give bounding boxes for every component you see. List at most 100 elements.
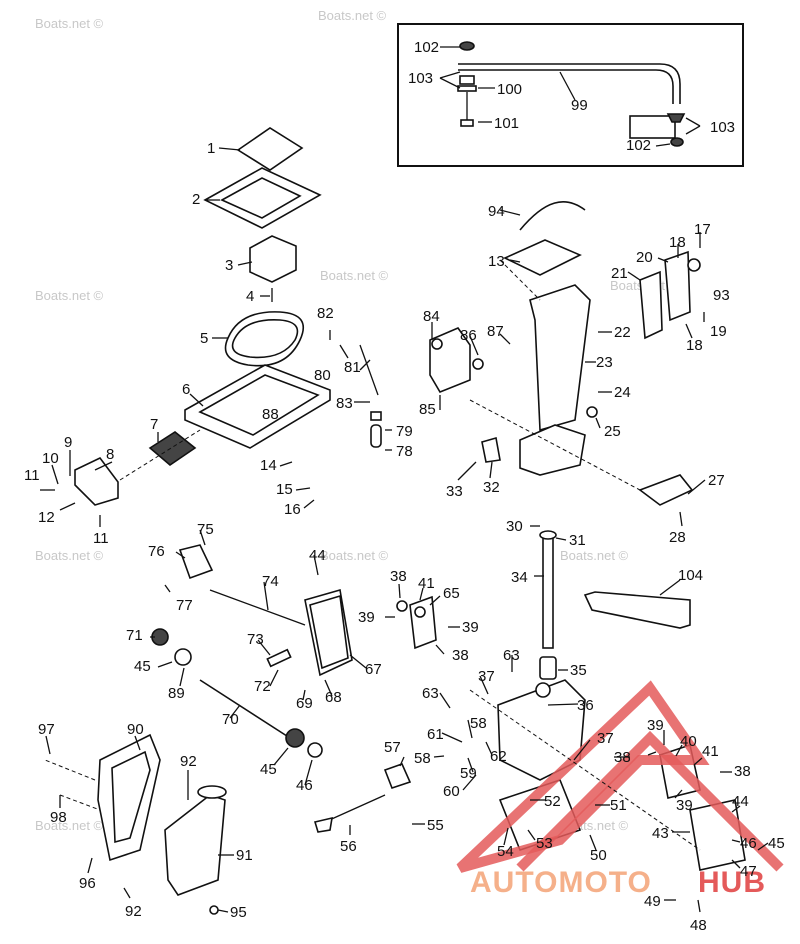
callout-88: 88 <box>262 406 279 423</box>
callout-93: 93 <box>713 287 730 304</box>
leader-lines <box>40 46 769 913</box>
callout-24: 24 <box>614 384 631 401</box>
callout-52: 52 <box>544 793 561 810</box>
callout-39: 39 <box>358 609 375 626</box>
callout-63: 63 <box>503 647 520 664</box>
callout-74: 74 <box>262 573 279 590</box>
callout-18: 18 <box>669 234 686 251</box>
callout-41: 41 <box>702 743 719 760</box>
automotohub-logo: AUTOMOTO HUB <box>456 680 784 899</box>
callout-65: 65 <box>443 585 460 602</box>
callout-59: 59 <box>460 765 477 782</box>
callout-45: 45 <box>134 658 151 675</box>
callout-81: 81 <box>344 359 361 376</box>
callout-76: 76 <box>148 543 165 560</box>
callout-2: 2 <box>192 191 200 208</box>
callout-27: 27 <box>708 472 725 489</box>
upper-plates <box>74 127 331 506</box>
watermark: Boats.net © <box>35 288 104 303</box>
callout-40: 40 <box>680 733 697 750</box>
callout-83: 83 <box>336 395 353 412</box>
callout-69: 69 <box>296 695 313 712</box>
logo-text-accent: HUB <box>698 866 766 899</box>
callout-55: 55 <box>427 817 444 834</box>
callout-102: 102 <box>626 137 651 154</box>
callout-39: 39 <box>676 797 693 814</box>
callout-103: 103 <box>710 119 735 136</box>
callout-79: 79 <box>396 423 413 440</box>
callout-39: 39 <box>647 717 664 734</box>
watermarks: Boats.net © Boats.net © Boats.net © Boat… <box>35 8 679 833</box>
callout-35: 35 <box>570 662 587 679</box>
callout-104: 104 <box>678 567 703 584</box>
callout-84: 84 <box>423 308 440 325</box>
watermark: Boats.net © <box>35 548 104 563</box>
callout-6: 6 <box>182 381 190 398</box>
callout-48: 48 <box>690 917 707 934</box>
callout-15: 15 <box>276 481 293 498</box>
callout-61: 61 <box>427 726 444 743</box>
callout-18: 18 <box>686 337 703 354</box>
callout-90: 90 <box>127 721 144 738</box>
logo-text-main: AUTOMOTO <box>470 866 652 899</box>
callout-87: 87 <box>487 323 504 340</box>
callout-94: 94 <box>488 203 505 220</box>
watermark: Boats.net © <box>35 818 104 833</box>
callout-53: 53 <box>536 835 553 852</box>
callout-14: 14 <box>260 457 277 474</box>
callout-50: 50 <box>590 847 607 864</box>
callout-44: 44 <box>732 793 749 810</box>
callout-57: 57 <box>384 739 401 756</box>
callout-10: 10 <box>42 450 59 467</box>
watermark: Boats.net © <box>320 548 389 563</box>
callout-17: 17 <box>694 221 711 238</box>
callout-45: 45 <box>260 761 277 778</box>
callout-13: 13 <box>488 253 505 270</box>
callout-36: 36 <box>577 697 594 714</box>
callout-67: 67 <box>365 661 382 678</box>
callout-102: 102 <box>414 39 439 56</box>
callout-38: 38 <box>452 647 469 664</box>
callout-92: 92 <box>180 753 197 770</box>
callout-37: 37 <box>478 668 495 685</box>
callout-9: 9 <box>64 434 72 451</box>
callout-39: 39 <box>462 619 479 636</box>
callout-20: 20 <box>636 249 653 266</box>
callout-77: 77 <box>176 597 193 614</box>
callout-56: 56 <box>340 838 357 855</box>
callout-33: 33 <box>446 483 463 500</box>
callout-16: 16 <box>284 501 301 518</box>
callout-75: 75 <box>197 521 214 538</box>
callout-45: 45 <box>768 835 785 852</box>
callout-labels: 102 103 100 99 101 103 102 1 2 3 4 5 6 7… <box>24 39 785 934</box>
callout-37: 37 <box>597 730 614 747</box>
callout-11: 11 <box>24 467 40 484</box>
callout-103: 103 <box>408 70 433 87</box>
callout-91: 91 <box>236 847 253 864</box>
callout-34: 34 <box>511 569 528 586</box>
callout-78: 78 <box>396 443 413 460</box>
callout-23: 23 <box>596 354 613 371</box>
callout-19: 19 <box>710 323 727 340</box>
callout-12: 12 <box>38 509 55 526</box>
callout-62: 62 <box>490 748 507 765</box>
callout-25: 25 <box>604 423 621 440</box>
callout-41: 41 <box>418 575 435 592</box>
watermark: Boats.net © <box>318 8 387 23</box>
callout-68: 68 <box>325 689 342 706</box>
callout-82: 82 <box>317 305 334 322</box>
watermark: Boats.net © <box>560 548 629 563</box>
callout-96: 96 <box>79 875 96 892</box>
callout-28: 28 <box>669 529 686 546</box>
callout-22: 22 <box>614 324 631 341</box>
callout-85: 85 <box>419 401 436 418</box>
callout-1: 1 <box>207 140 215 157</box>
callout-7: 7 <box>150 416 158 433</box>
callout-51: 51 <box>610 797 627 814</box>
callout-4: 4 <box>246 288 254 305</box>
callout-31: 31 <box>569 532 586 549</box>
callout-70: 70 <box>222 711 239 728</box>
clamp-brackets <box>97 733 227 915</box>
callout-89: 89 <box>168 685 185 702</box>
callout-98: 98 <box>50 809 67 826</box>
